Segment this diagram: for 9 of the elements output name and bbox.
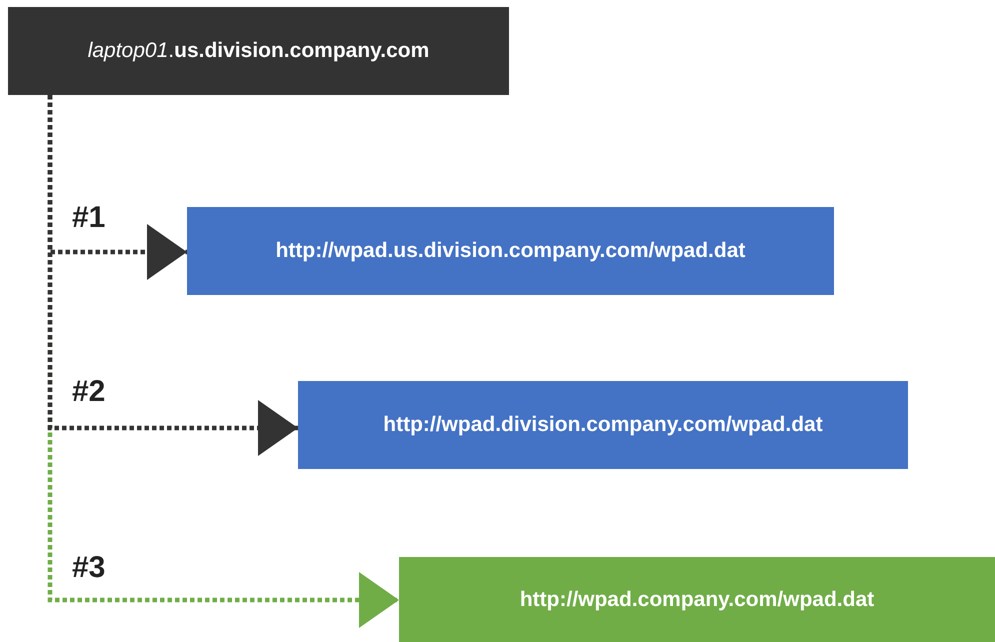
arrow <box>48 95 187 280</box>
host-box <box>8 7 509 95</box>
url-box <box>298 381 908 469</box>
url-text: http://wpad.division.company.com/wpad.dat <box>383 413 823 437</box>
url-text: http://wpad.company.com/wpad.dat <box>520 588 874 612</box>
url-text: http://wpad.us.division.company.com/wpad.dat <box>276 239 746 263</box>
url-box <box>399 557 995 642</box>
url-box <box>187 207 834 295</box>
hostname-text: laptop01.us.division.company.com <box>88 39 430 63</box>
